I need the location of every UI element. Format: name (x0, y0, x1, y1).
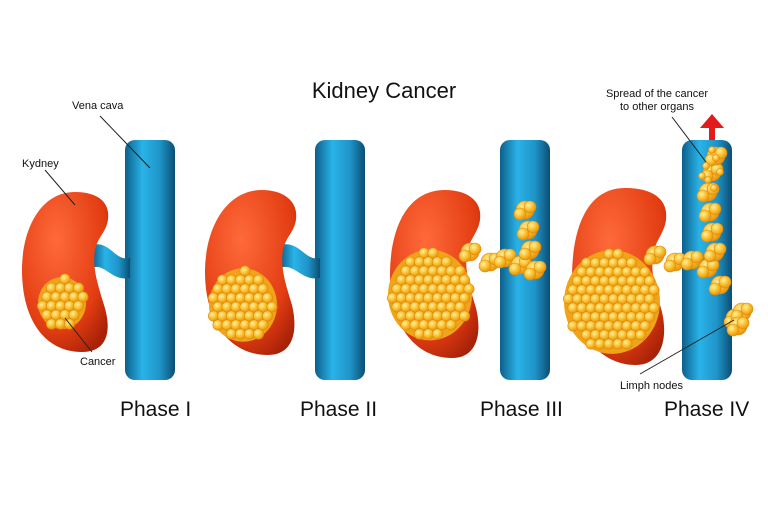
tumor-cell (690, 250, 704, 264)
tumor-cell (458, 292, 470, 304)
tumor-cell (696, 189, 710, 203)
tumor-cell (503, 248, 517, 262)
tumor-cell (77, 291, 89, 303)
tumor-cell (653, 245, 667, 259)
tumor-cell (440, 256, 452, 268)
tumor-cell (716, 168, 724, 176)
tumor-cell (643, 311, 655, 323)
phase-2-figure (205, 140, 365, 380)
tumor-cell (68, 309, 80, 321)
tumor-cell (526, 220, 540, 234)
tumor-cell (73, 282, 85, 294)
tumor-cell (643, 293, 655, 305)
tumor-cell (704, 176, 712, 184)
tumor-cell (454, 301, 466, 313)
phase-3-figure (386, 140, 550, 380)
tumor-cell (696, 265, 710, 279)
tumor-cell (648, 284, 660, 296)
tumor-cell (257, 319, 269, 331)
tumor-cell (239, 265, 251, 277)
phase-3-label: Phase III (480, 398, 563, 421)
diagram-title: Kidney Cancer (311, 78, 457, 103)
tumor-cell (463, 283, 475, 295)
tumor-cell (639, 320, 651, 332)
tumor-cell (708, 146, 716, 154)
tumor-cell (468, 242, 482, 256)
tumor-3 (386, 247, 475, 341)
tumor-cell (513, 207, 527, 221)
renal-vein-1 (92, 244, 130, 279)
phase-1-figure (22, 140, 175, 380)
tumor-cell (648, 302, 660, 314)
tumor-cell (643, 252, 657, 266)
tumor-cell (266, 301, 278, 313)
cancer-label: Cancer (80, 356, 116, 368)
tumor-cell (712, 154, 720, 162)
tumor-cell (261, 310, 273, 322)
tumor-1 (36, 273, 89, 330)
tumor-cell (253, 274, 265, 286)
vena-cava-1 (125, 140, 175, 380)
tumor-cell (253, 328, 265, 340)
tumor-4 (562, 248, 660, 354)
tumor-cell (518, 247, 532, 261)
label-pointers (44, 115, 735, 375)
phase-4-label: Phase IV (664, 398, 750, 421)
phase-4-figure (562, 114, 754, 380)
tumor-cell (528, 240, 542, 254)
tumor-cell (710, 184, 718, 192)
tumor-cell (261, 292, 273, 304)
vena-cava-label: Vena cava (72, 100, 124, 112)
tumor-cell (427, 247, 439, 259)
tumor-cell (639, 266, 651, 278)
renal-vein-2 (280, 244, 320, 279)
vena-cava-2 (315, 140, 365, 380)
tumor-cell (680, 257, 694, 271)
spread-label: Spread of the cancer to other organs (605, 88, 709, 113)
tumor-cell (59, 273, 71, 285)
tumor-cell (73, 300, 85, 312)
tumor-cell (718, 275, 732, 289)
tumor-cell (533, 260, 547, 274)
tumor-cell (493, 255, 507, 269)
spread-arrow (700, 114, 724, 140)
tumor-cell (621, 338, 633, 350)
tumor-cell (710, 222, 724, 236)
tumor-cell (643, 275, 655, 287)
tumor-cell (740, 302, 754, 316)
tumor-cell (523, 200, 537, 214)
phase-2-label: Phase II (300, 398, 378, 421)
tumor-cell (708, 202, 722, 216)
tumor-cell (663, 259, 677, 273)
tumor-cell (445, 319, 457, 331)
tumor-cell (458, 274, 470, 286)
tumor-cell (702, 162, 710, 170)
tumor-3-vein (458, 200, 547, 281)
tumor-cell (516, 227, 530, 241)
tumor-cell (508, 262, 522, 276)
tumor-cell (736, 316, 750, 330)
tumor-cell (612, 248, 624, 260)
tumor-cell (700, 229, 714, 243)
phase-1-label: Phase I (120, 398, 192, 421)
tumor-cell (257, 283, 269, 295)
tumor-cell (698, 172, 706, 180)
tumor-cell (458, 249, 472, 263)
tumor-cell (478, 259, 492, 273)
tumor-cell (726, 323, 740, 337)
lymph-nodes-label: Limph nodes (620, 380, 683, 392)
tumor-cell (698, 209, 712, 223)
tumor-cell (703, 249, 717, 263)
tumor-cell (634, 329, 646, 341)
tumor-cell (454, 265, 466, 277)
tumor-cell (713, 242, 727, 256)
kidney-label: Kydney (22, 158, 59, 170)
tumor-cell (708, 282, 722, 296)
tumor-cell (431, 328, 443, 340)
tumor-cell (458, 310, 470, 322)
tumor-cell (625, 257, 637, 269)
tumor-cell (523, 267, 537, 281)
tumor-2 (208, 265, 278, 342)
